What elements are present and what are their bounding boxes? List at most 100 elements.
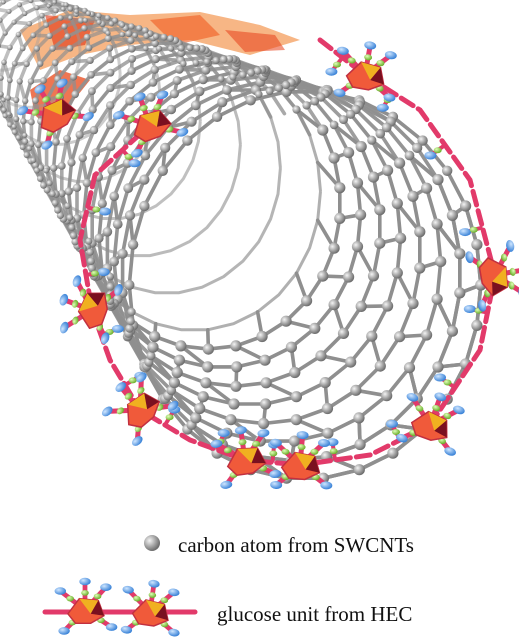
carbon-atom	[126, 317, 135, 326]
carbon-atom	[374, 237, 386, 249]
carbon-atom	[254, 90, 263, 99]
carbon-atom	[374, 360, 386, 372]
carbon-atom	[288, 435, 301, 447]
carbon-atom	[87, 71, 95, 79]
carbon-atom	[367, 135, 377, 145]
carbon-atom	[382, 164, 394, 176]
carbon-atom	[160, 142, 171, 153]
carbon-atom	[454, 287, 466, 299]
carbon-atom	[139, 174, 150, 185]
glucose-unit	[120, 579, 180, 637]
glucose-unit	[210, 426, 282, 489]
carbon-atom	[203, 58, 211, 66]
carbon-atom	[46, 32, 53, 40]
carbon-atom	[17, 2, 22, 8]
carbon-atom	[381, 390, 393, 402]
glucose-unit-icon	[42, 577, 198, 637]
carbon-atom	[319, 377, 331, 389]
carbon-atom	[387, 447, 399, 459]
carbon-atom	[22, 132, 28, 138]
carbon-atom	[6, 8, 12, 14]
carbon-atom	[7, 44, 13, 51]
glucose-unit	[59, 275, 123, 344]
carbon-atom	[57, 162, 66, 170]
carbon-atom	[431, 218, 443, 230]
carbon-atom	[66, 44, 74, 52]
carbon-atom	[128, 23, 135, 30]
carbon-atom	[126, 80, 135, 90]
carbon-atom	[421, 329, 433, 341]
carbon-atom	[321, 402, 334, 415]
carbon-atom	[30, 157, 37, 164]
carbon-atom	[322, 427, 334, 439]
carbon-atom	[128, 55, 137, 63]
carbon-atom	[106, 101, 115, 110]
carbon-atom	[435, 256, 447, 268]
carbon-atom	[351, 177, 364, 189]
carbon-atom	[23, 151, 30, 159]
carbon-atom	[32, 97, 39, 104]
carbon-atom	[225, 414, 237, 426]
carbon-atom	[125, 30, 133, 38]
carbon-atom	[49, 45, 56, 52]
carbon-atom	[109, 256, 119, 267]
carbon-atom	[73, 5, 79, 11]
carbon-atom	[329, 120, 339, 130]
glucose-unit	[16, 78, 94, 150]
carbon-atom	[33, 45, 41, 52]
carbon-atom	[202, 361, 214, 373]
carbon-atom	[85, 10, 91, 17]
carbon-atom	[64, 187, 73, 196]
carbon-atom	[354, 438, 366, 451]
carbon-atom	[26, 145, 33, 152]
carbon-atom	[127, 36, 135, 45]
carbon-atom	[285, 341, 297, 353]
carbon-atom	[197, 391, 209, 403]
carbon-atom	[124, 279, 135, 291]
carbon-atom	[190, 412, 202, 424]
carbon-atom	[124, 210, 136, 221]
carbon-atom	[274, 83, 283, 93]
carbon-atom	[87, 257, 95, 266]
carbon-atom	[11, 124, 17, 130]
carbon-atom	[68, 15, 73, 21]
carbon-atom	[343, 147, 355, 159]
carbon-atom	[46, 3, 51, 9]
carbon-atom	[106, 55, 115, 64]
carbon-atom	[28, 0, 34, 4]
carbon-atom	[169, 89, 179, 99]
carbon-atom	[142, 45, 149, 52]
carbon-atom	[260, 398, 272, 410]
carbon-atom	[239, 71, 247, 79]
carbon-atom	[139, 200, 150, 212]
carbon-atom	[201, 65, 211, 75]
carbon-atom	[345, 356, 357, 368]
carbon-atom	[289, 366, 301, 379]
carbon-atom	[230, 380, 242, 392]
carbon-atom	[253, 66, 262, 75]
carbon-atom	[290, 391, 302, 403]
carbon-atom	[64, 33, 71, 40]
carbon-atom	[228, 398, 240, 410]
carbon-atom	[74, 8, 79, 14]
carbon-atom	[127, 66, 136, 75]
carbon-atom	[63, 2, 69, 8]
carbon-atom	[395, 232, 407, 244]
carbon-atom	[202, 343, 214, 355]
carbon-atom	[212, 56, 220, 64]
carbon-atom	[108, 20, 115, 27]
carbon-atom	[69, 73, 78, 81]
carbon-atom	[375, 128, 386, 139]
carbon-atom	[186, 44, 194, 52]
carbon-atom	[88, 87, 96, 96]
carbon-atom	[391, 267, 403, 279]
carbon-atom	[106, 44, 114, 52]
carbon-atom	[132, 32, 139, 39]
carbon-atom	[52, 138, 60, 146]
glucose-unit	[54, 577, 118, 635]
carbon-atom	[91, 148, 101, 157]
carbon-atom	[157, 165, 168, 176]
carbon-atom	[281, 80, 291, 90]
carbon-atom	[421, 182, 433, 194]
